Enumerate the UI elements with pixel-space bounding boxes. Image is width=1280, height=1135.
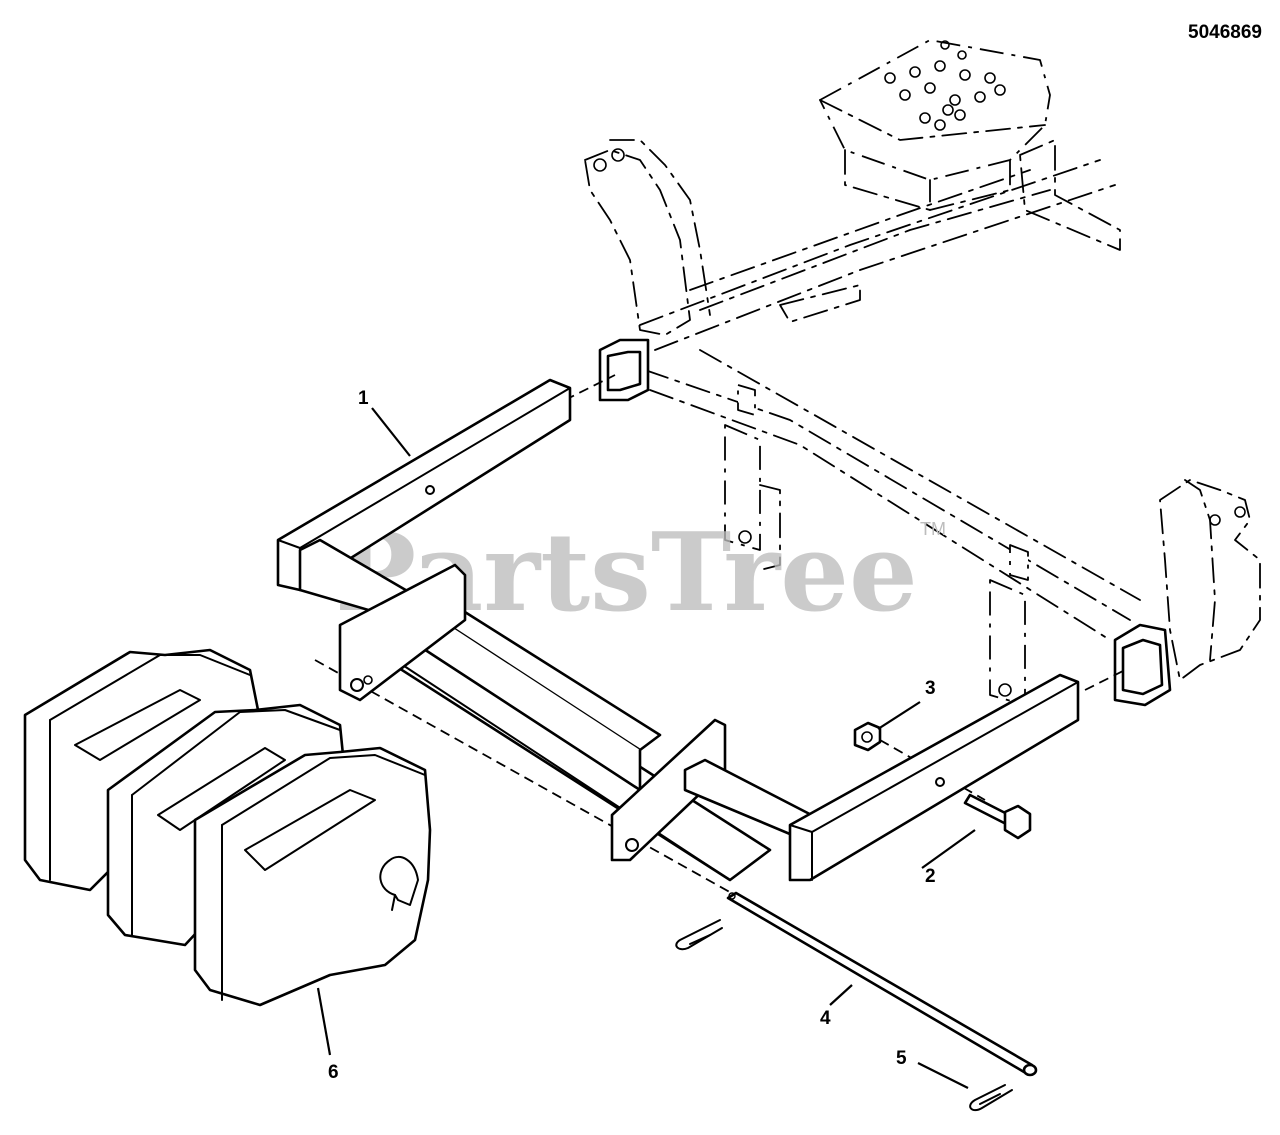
part-2-hex-bolt (963, 793, 1032, 840)
callout-3: 3 (925, 678, 936, 699)
plate-holes (884, 40, 1006, 131)
callout-4: 4 (820, 1008, 831, 1029)
svg-text:TM: TM (920, 519, 946, 539)
tractor-frame-phantom (584, 39, 1261, 706)
assembly-centerlines (314, 374, 1126, 896)
part-3-hex-nut (853, 721, 882, 752)
callout-2: 2 (925, 866, 936, 887)
callout-leader-lines (316, 407, 976, 1089)
part-4-pin (726, 891, 1038, 1077)
frame-receiver-tubes (598, 338, 1172, 707)
part-6-suitcase-weights (23, 648, 432, 1007)
callout-1: 1 (358, 388, 369, 409)
drawing-number: 5046869 (1188, 22, 1262, 43)
callout-5: 5 (896, 1048, 907, 1069)
part-5-hairpin-clip (675, 919, 1013, 1112)
callout-6: 6 (328, 1062, 339, 1083)
weight-hanger-assembly (338, 563, 1080, 882)
callout-labels: 1 2 3 4 5 6 (328, 388, 936, 1083)
